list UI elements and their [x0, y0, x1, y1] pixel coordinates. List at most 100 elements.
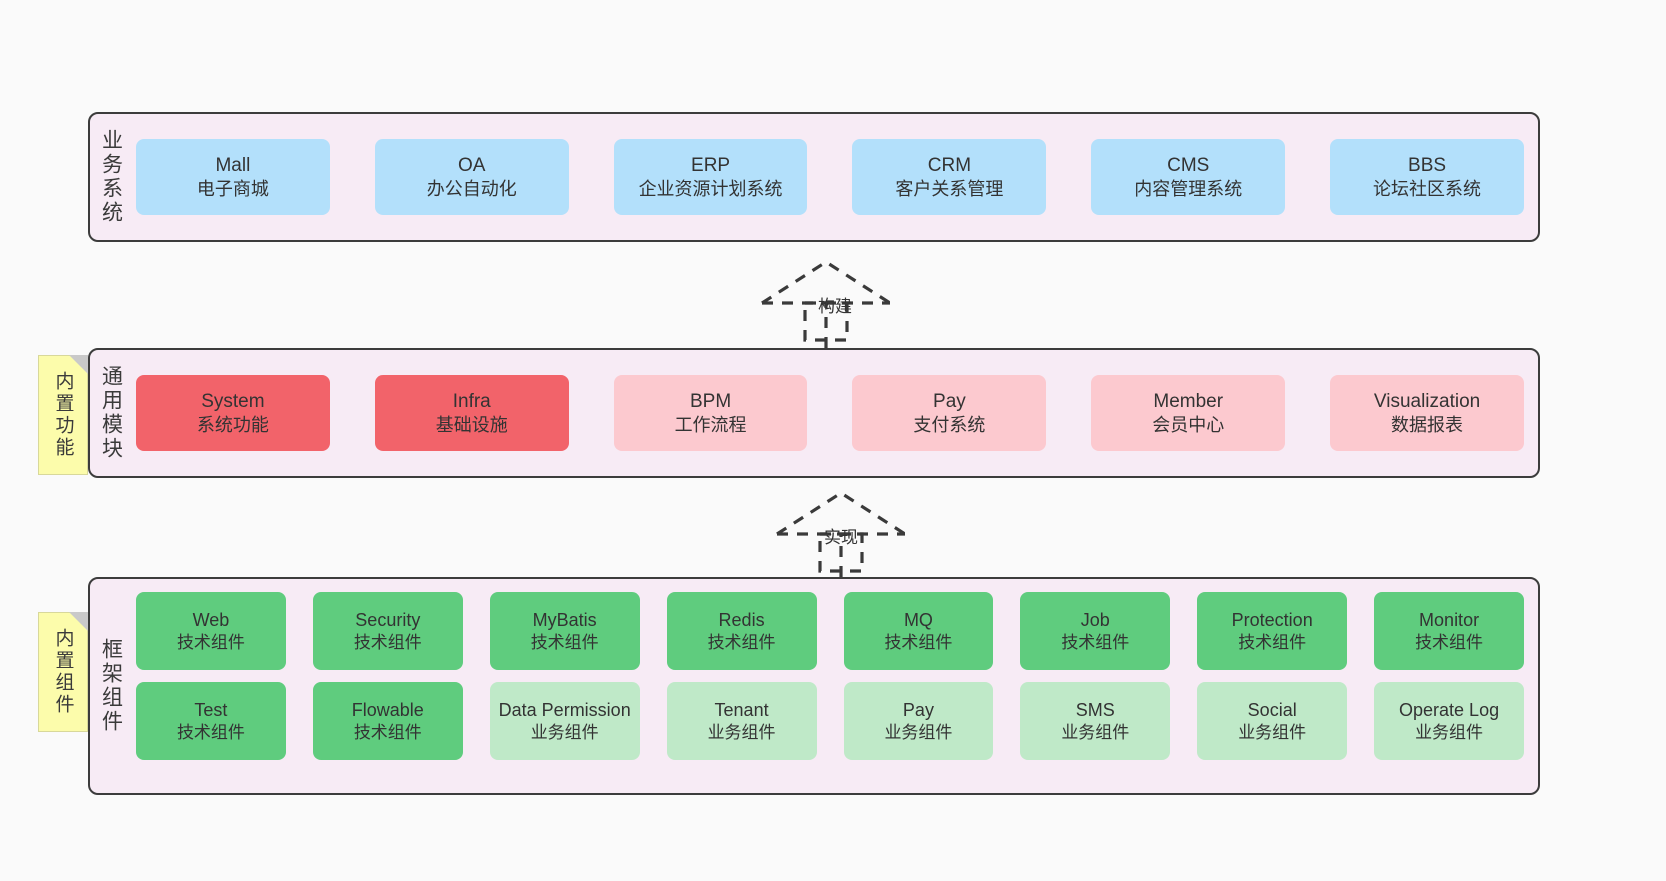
node-web[interactable]: Web 技术组件 — [136, 592, 286, 670]
node-subtitle: 业务组件 — [1061, 722, 1130, 742]
sticky-note-builtin-features: 内置功能 — [38, 355, 88, 475]
node-subtitle: 支付系统 — [913, 414, 986, 435]
node-sms[interactable]: SMS 业务组件 — [1020, 682, 1171, 760]
node-visualization[interactable]: Visualization 数据报表 — [1330, 375, 1524, 451]
node-title: MyBatis — [532, 609, 597, 630]
layer-business-label: 业务系统 — [99, 129, 123, 225]
node-monitor[interactable]: Monitor 技术组件 — [1374, 592, 1524, 670]
node-subtitle: 技术组件 — [707, 632, 776, 652]
node-title: Tenant — [714, 699, 769, 720]
node-title: Pay — [902, 699, 934, 720]
node-flowable[interactable]: Flowable 技术组件 — [312, 682, 463, 760]
node-pay-business[interactable]: Pay 业务组件 — [843, 682, 994, 760]
node-title: Pay — [933, 390, 966, 412]
node-title: Job — [1080, 609, 1110, 630]
node-title: SMS — [1075, 699, 1115, 720]
layer-framework-label: 框架组件 — [99, 638, 123, 734]
node-title: Infra — [452, 390, 491, 412]
node-subtitle: 技术组件 — [884, 632, 953, 652]
node-redis[interactable]: Redis 技术组件 — [666, 592, 817, 670]
node-protection[interactable]: Protection 技术组件 — [1197, 592, 1348, 670]
node-job[interactable]: Job 技术组件 — [1020, 592, 1171, 670]
connector-build — [761, 260, 891, 348]
node-title: CRM — [927, 154, 972, 176]
node-social[interactable]: Social 业务组件 — [1197, 682, 1348, 760]
node-subtitle: 业务组件 — [884, 722, 953, 742]
node-system[interactable]: System 系统功能 — [136, 375, 330, 451]
layer-framework-items: Web 技术组件 Security 技术组件 MyBatis 技术组件 Redi… — [132, 579, 1538, 793]
node-erp[interactable]: ERP 企业资源计划系统 — [613, 139, 808, 215]
node-bpm[interactable]: BPM 工作流程 — [613, 375, 808, 451]
node-subtitle: 业务组件 — [1238, 722, 1307, 742]
node-title: System — [201, 390, 265, 412]
node-title: Monitor — [1419, 609, 1480, 630]
node-title: Mall — [215, 154, 251, 176]
node-subtitle: 办公自动化 — [426, 178, 517, 199]
node-subtitle: 工作流程 — [674, 414, 747, 435]
node-tenant[interactable]: Tenant 业务组件 — [666, 682, 817, 760]
node-pay[interactable]: Pay 支付系统 — [852, 375, 1047, 451]
node-subtitle: 技术组件 — [1061, 632, 1130, 652]
node-subtitle: 客户关系管理 — [895, 178, 1004, 199]
sticky-note-builtin-components: 内置组件 — [38, 612, 88, 732]
node-bbs[interactable]: BBS 论坛社区系统 — [1330, 139, 1524, 215]
node-subtitle: 技术组件 — [176, 632, 245, 652]
node-subtitle: 技术组件 — [1238, 632, 1307, 652]
node-title: MQ — [903, 609, 933, 630]
node-title: Data Permission — [498, 699, 631, 720]
node-subtitle: 业务组件 — [707, 722, 776, 742]
node-mq[interactable]: MQ 技术组件 — [843, 592, 994, 670]
layer-business-systems: 业务系统 Mall 电子商城 OA 办公自动化 ERP 企业资源计划系统 CRM… — [88, 112, 1540, 242]
node-subtitle: 数据报表 — [1391, 414, 1464, 435]
node-title: Security — [355, 609, 421, 630]
node-subtitle: 论坛社区系统 — [1373, 178, 1482, 199]
node-oa[interactable]: OA 办公自动化 — [374, 139, 569, 215]
node-subtitle: 技术组件 — [1415, 632, 1484, 652]
layer-modules-label: 通用模块 — [99, 365, 123, 461]
node-operate-log[interactable]: Operate Log 业务组件 — [1374, 682, 1524, 760]
node-subtitle: 技术组件 — [353, 632, 422, 652]
node-crm[interactable]: CRM 客户关系管理 — [852, 139, 1047, 215]
node-subtitle: 系统功能 — [196, 414, 269, 435]
node-subtitle: 业务组件 — [530, 722, 599, 742]
node-title: OA — [458, 154, 486, 176]
node-subtitle: 内容管理系统 — [1134, 178, 1243, 199]
node-title: Redis — [718, 609, 765, 630]
node-member[interactable]: Member 会员中心 — [1091, 375, 1286, 451]
node-title: CMS — [1167, 154, 1210, 176]
node-title: Web — [192, 609, 230, 630]
node-mybatis[interactable]: MyBatis 技术组件 — [489, 592, 640, 670]
node-title: Flowable — [351, 699, 424, 720]
layer-common-modules: 通用模块 System 系统功能 Infra 基础设施 BPM 工作流程 Pay… — [88, 348, 1540, 478]
node-subtitle: 技术组件 — [176, 722, 245, 742]
node-subtitle: 技术组件 — [353, 722, 422, 742]
node-title: Member — [1153, 390, 1224, 412]
node-title: ERP — [691, 154, 731, 176]
node-infra[interactable]: Infra 基础设施 — [374, 375, 569, 451]
framework-row-2: Test 技术组件 Flowable 技术组件 Data Permission … — [136, 682, 1524, 760]
node-mall[interactable]: Mall 电子商城 — [136, 139, 330, 215]
connector-label-build: 构建 — [818, 297, 852, 316]
node-test[interactable]: Test 技术组件 — [136, 682, 286, 760]
node-title: Test — [194, 699, 228, 720]
node-subtitle: 电子商城 — [196, 178, 269, 199]
connector-label-realize: 实现 — [824, 528, 858, 547]
connector-realize — [776, 491, 906, 577]
node-subtitle: 业务组件 — [1415, 722, 1484, 742]
layer-framework-components: 框架组件 Web 技术组件 Security 技术组件 MyBatis 技术组件… — [88, 577, 1540, 795]
node-subtitle: 技术组件 — [530, 632, 599, 652]
node-title: BPM — [689, 390, 732, 412]
framework-row-1: Web 技术组件 Security 技术组件 MyBatis 技术组件 Redi… — [136, 592, 1524, 670]
node-subtitle: 企业资源计划系统 — [638, 178, 783, 199]
node-cms[interactable]: CMS 内容管理系统 — [1091, 139, 1286, 215]
node-subtitle: 会员中心 — [1152, 414, 1225, 435]
node-title: Visualization — [1373, 390, 1481, 412]
node-title: BBS — [1408, 154, 1447, 176]
node-title: Protection — [1231, 609, 1313, 630]
node-data-permission[interactable]: Data Permission 业务组件 — [489, 682, 640, 760]
node-security[interactable]: Security 技术组件 — [312, 592, 463, 670]
node-title: Social — [1247, 699, 1297, 720]
node-subtitle: 基础设施 — [435, 414, 508, 435]
layer-business-items: Mall 电子商城 OA 办公自动化 ERP 企业资源计划系统 CRM 客户关系… — [132, 114, 1538, 240]
